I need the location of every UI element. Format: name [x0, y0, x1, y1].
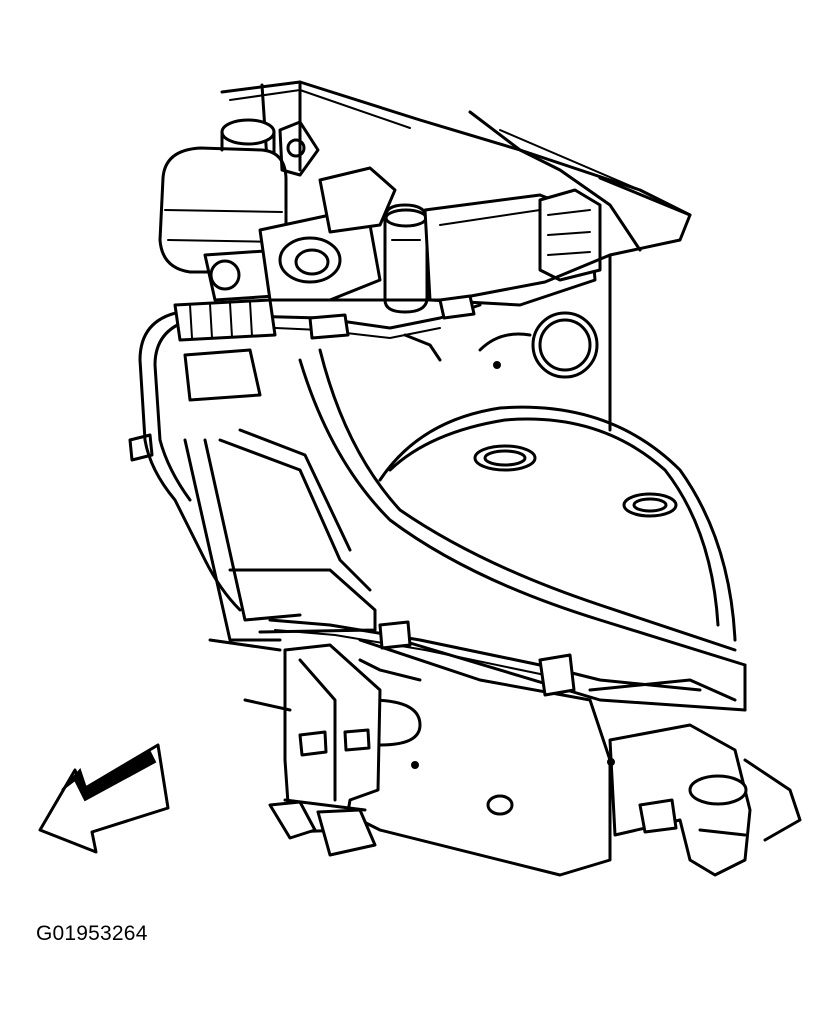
brake-booster-assembly: [258, 120, 397, 302]
frame-rail: [183, 428, 612, 877]
wiring-harness: [128, 294, 482, 612]
figure-id-label: G01953264: [36, 922, 148, 945]
wheelhouse-liner: [298, 348, 747, 712]
suspension-bracket: [208, 638, 382, 857]
left-down-arrow-icon: [38, 743, 170, 854]
inner-fender-panel: [328, 253, 612, 432]
power-steering-reservoir: [383, 203, 429, 314]
cowl-panel: [220, 80, 692, 257]
lower-harness-connectors: [268, 618, 737, 702]
front-crossmember: [607, 723, 802, 877]
